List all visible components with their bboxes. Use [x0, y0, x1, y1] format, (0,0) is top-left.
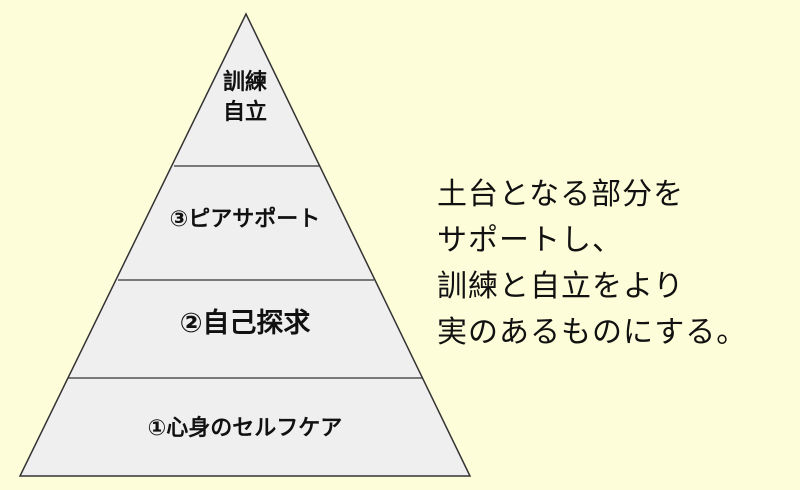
caption-line2: サポートし、	[437, 223, 623, 258]
pyramid-top-line1: 訓練	[222, 70, 267, 95]
pyramid-tier1-label: ①心身のセルフケア	[147, 416, 343, 441]
pyramid-top-label: 訓練 自立	[190, 68, 300, 128]
pyramid-outline	[18, 12, 472, 477]
pyramid-top-line2: 自立	[222, 100, 267, 125]
caption-line3: 訓練と自立をより	[437, 269, 685, 304]
pyramid-tier3-label: ③ピアサポート	[169, 207, 321, 232]
caption-line4: 実のあるものにする。	[437, 315, 748, 350]
caption-text: 土台となる部分を サポートし、 訓練と自立をより 実のあるものにする。	[437, 172, 797, 356]
pyramid-tier2-label: ②自己探求	[179, 308, 311, 339]
caption-line1: 土台となる部分を	[437, 177, 685, 212]
